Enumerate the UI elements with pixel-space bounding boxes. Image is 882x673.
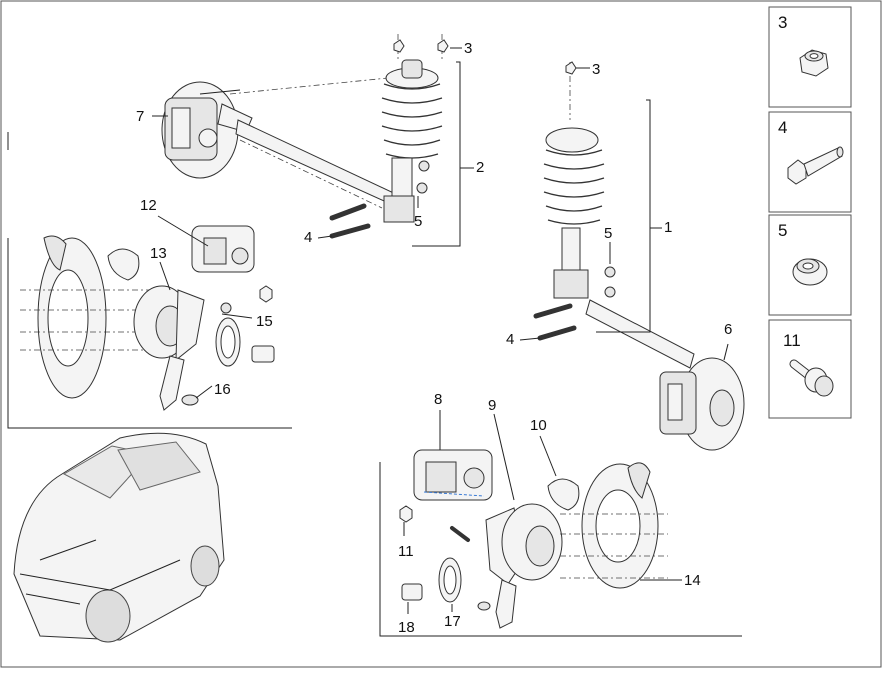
vehicle-sketch: [13, 432, 225, 643]
callout-10: 10: [530, 417, 547, 434]
washer-16: [181, 394, 199, 406]
legend-box-5: [768, 214, 852, 316]
nut-icon: [393, 39, 405, 53]
callout-13: 13: [150, 245, 167, 262]
rear-caliper-assembly-6: [659, 357, 745, 451]
dust-shield-right: [547, 478, 580, 511]
flange-bolt-icon: [399, 505, 413, 523]
legend-box-4: [768, 111, 852, 213]
callout-1: 1: [664, 219, 672, 236]
bolt-icon: [259, 285, 273, 303]
callout-17: 17: [444, 613, 461, 630]
front-knuckle-left: [133, 285, 205, 411]
brake-disc-right: [581, 462, 659, 589]
dust-shield-left: [107, 248, 140, 281]
bracket-2: [412, 61, 461, 247]
bolt-icon: [537, 325, 577, 341]
abs-ring-left: [215, 317, 241, 367]
front-caliper-12: [191, 225, 255, 273]
legend-label-11: 11: [783, 331, 801, 350]
callout-3b: 3: [592, 61, 600, 78]
legend-label-3: 3: [778, 13, 787, 32]
nut-15: [220, 302, 232, 314]
callout-12: 12: [140, 197, 157, 214]
collar-nut-icon: [792, 258, 828, 286]
front-caliper-8: [413, 449, 493, 501]
rear-strut-1: [543, 61, 605, 299]
rear-axle-beam-right: [585, 299, 695, 369]
rear-strut-2: [381, 59, 443, 223]
legend-label-5: 5: [778, 221, 787, 240]
nut-icon: [799, 49, 829, 77]
front-right-group-frame: [379, 462, 742, 637]
callout-15: 15: [256, 313, 273, 330]
wheel-stud-right: [401, 583, 423, 601]
callout-6: 6: [724, 321, 732, 338]
nut-icon: [437, 39, 449, 53]
brake-disc-left: [37, 235, 107, 399]
callout-4a: 4: [304, 229, 312, 246]
bolt-icon: [787, 146, 844, 185]
front-left-group-frame: [7, 238, 292, 429]
abs-ring-right: [438, 557, 462, 603]
callout-5b: 5: [604, 225, 612, 242]
nut-icon: [565, 61, 577, 75]
callout-2: 2: [476, 159, 484, 176]
bolt-icon: [329, 223, 371, 239]
callout-16: 16: [214, 381, 231, 398]
callout-4b: 4: [506, 331, 514, 348]
legend-box-11: [768, 319, 852, 419]
legend-label-4: 4: [778, 118, 787, 137]
flange-bolt-icon: [789, 359, 834, 397]
callout-7: 7: [136, 108, 144, 125]
callout-14: 14: [684, 572, 701, 589]
bolt-icon: [329, 203, 367, 221]
washer-right: [477, 601, 491, 611]
legend-panel: 3 4 5 11: [768, 6, 852, 419]
callout-18: 18: [398, 619, 415, 636]
callout-3a: 3: [464, 40, 472, 57]
front-knuckle-right: [485, 503, 563, 629]
wheel-stud-left: [251, 345, 275, 363]
leader-lines: [152, 47, 729, 614]
callout-8: 8: [434, 391, 442, 408]
bolt-icon: [450, 526, 470, 542]
rear-axle-beam: [235, 119, 405, 211]
callout-5a: 5: [414, 213, 422, 230]
legend-box-3: [768, 6, 852, 108]
bracket-1: [596, 99, 651, 333]
callout-9: 9: [488, 397, 496, 414]
callout-11: 11: [398, 543, 414, 560]
bolt-icon: [533, 303, 573, 319]
